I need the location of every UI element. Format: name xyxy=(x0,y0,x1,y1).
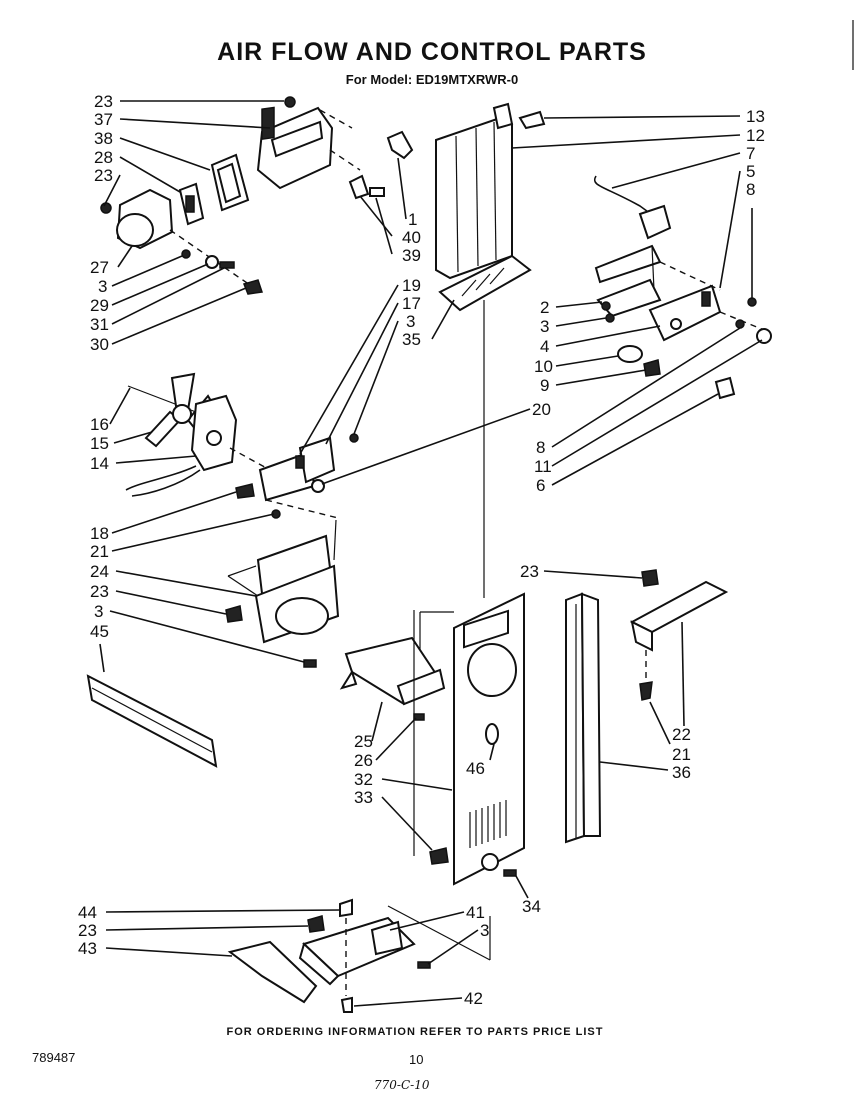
callout: 20 xyxy=(532,400,551,419)
callout: 36 xyxy=(672,763,691,782)
callout: 33 xyxy=(354,788,373,807)
handwritten-note: 770-C-10 xyxy=(374,1078,430,1092)
model-subtitle: For Model: ED19MTXRWR-0 xyxy=(0,72,864,87)
callout: 28 xyxy=(94,148,113,167)
callout: 3 xyxy=(94,602,103,621)
callout: 23 xyxy=(94,92,113,111)
callout: 46 xyxy=(466,759,485,778)
callout: 8 xyxy=(536,438,545,457)
fan-shroud-part xyxy=(227,519,340,644)
callout: 31 xyxy=(90,315,109,334)
leader-lines xyxy=(99,100,763,1007)
callout: 16 xyxy=(90,415,109,434)
callout: 43 xyxy=(78,939,97,958)
callout: 44 xyxy=(78,903,97,922)
ordering-info-note: FOR ORDERING INFORMATION REFER TO PARTS … xyxy=(226,1026,604,1038)
callout: 13 xyxy=(746,107,765,126)
callout: 24 xyxy=(90,562,109,581)
callout: 25 xyxy=(354,732,373,751)
callout: 6 xyxy=(536,476,545,495)
evaporator-fan-part xyxy=(125,372,271,497)
callout: 42 xyxy=(464,989,483,1008)
callout: 23 xyxy=(78,921,97,940)
callout: 37 xyxy=(94,110,113,129)
vent-grille xyxy=(469,800,507,848)
model-number: ED19MTXRWR-0 xyxy=(415,72,519,87)
callout: 3 xyxy=(480,921,489,940)
callout: 10 xyxy=(534,357,553,376)
document-number: 789487 xyxy=(32,1050,76,1065)
callout: 4 xyxy=(540,337,549,356)
callout: 38 xyxy=(94,129,113,148)
callout-labels: 23 37 38 28 23 27 3 29 31 30 1 40 39 19 … xyxy=(78,92,765,1008)
callout: 18 xyxy=(90,524,109,543)
callout: 40 xyxy=(402,228,421,247)
control-panel-part xyxy=(453,592,525,886)
vertical-channel-part xyxy=(565,592,602,844)
air-duct-panel-part xyxy=(435,102,514,280)
callout: 41 xyxy=(466,903,485,922)
callout: 8 xyxy=(746,180,755,199)
callout: 3 xyxy=(98,277,107,296)
model-label: For Model: xyxy=(345,72,413,87)
callout: 1 xyxy=(408,210,417,229)
air-baffle-part xyxy=(339,611,454,706)
callout: 39 xyxy=(402,246,421,265)
control-housing-part xyxy=(256,96,361,190)
callout: 9 xyxy=(540,376,549,395)
callout: 30 xyxy=(90,335,109,354)
callout: 23 xyxy=(94,166,113,185)
callout: 17 xyxy=(402,294,421,313)
callout: 15 xyxy=(90,434,109,453)
damper-motor-part xyxy=(100,188,251,286)
callout: 22 xyxy=(672,725,691,744)
callout: 29 xyxy=(90,296,109,315)
callout: 23 xyxy=(90,582,109,601)
callout: 23 xyxy=(520,562,539,581)
callout: 35 xyxy=(402,330,421,349)
callout: 34 xyxy=(522,897,541,916)
callout: 11 xyxy=(534,457,552,476)
callout: 21 xyxy=(672,745,691,764)
parts-drawings xyxy=(86,20,854,1013)
callout: 45 xyxy=(90,622,109,641)
callout: 32 xyxy=(354,770,373,789)
callout: 7 xyxy=(746,144,755,163)
callout: 14 xyxy=(90,454,109,473)
page-title: AIR FLOW AND CONTROL PARTS xyxy=(217,38,647,66)
callout: 12 xyxy=(746,126,765,145)
callout: 5 xyxy=(746,162,755,181)
callout: 27 xyxy=(90,258,109,277)
callout: 3 xyxy=(540,317,549,336)
bottom-cover-part xyxy=(298,905,491,986)
page-number: 10 xyxy=(409,1052,424,1067)
control-bracket-part xyxy=(518,110,772,400)
callout: 3 xyxy=(406,312,415,331)
callout: 2 xyxy=(540,298,549,317)
callout: 26 xyxy=(354,751,373,770)
callout: 19 xyxy=(402,276,421,295)
callout: 21 xyxy=(90,542,109,561)
